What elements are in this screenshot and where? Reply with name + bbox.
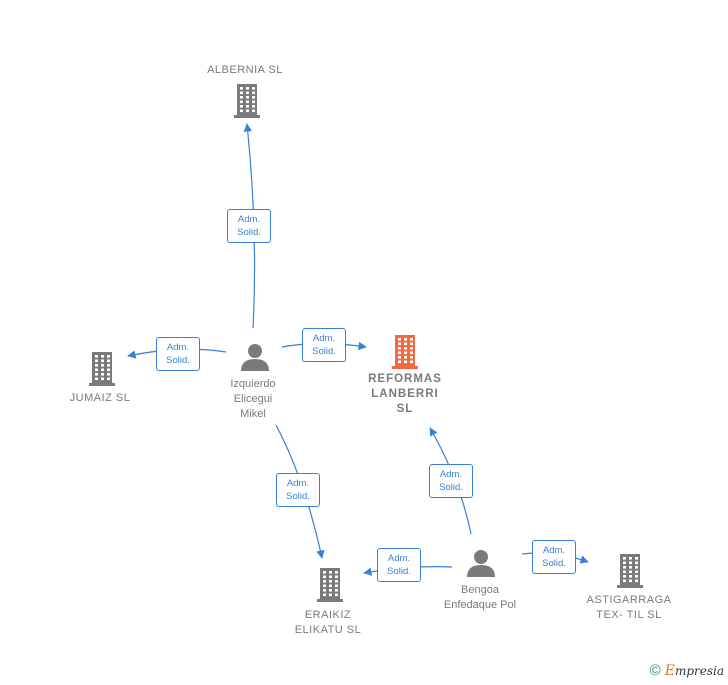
brand-logo: Empresia	[664, 662, 724, 679]
person-icon-izquierdo[interactable]	[241, 344, 269, 371]
company-label-astigarraga[interactable]: ASTIGARRAGA TEX- TIL SL	[586, 594, 672, 621]
edge-label-izquierdo-reformas: Adm.Solid.	[302, 328, 346, 362]
company-label-reformas[interactable]: REFORMAS LANBERRI SL	[368, 373, 442, 415]
building-icon-eraikiz[interactable]	[317, 568, 343, 602]
edge-label-bengoa-eraikiz: Adm.Solid.	[377, 548, 421, 582]
edge-label-bengoa-reformas: Adm.Solid.	[429, 464, 473, 498]
company-label-eraikiz[interactable]: ERAIKIZ ELIKATU SL	[294, 609, 362, 636]
person-icon-bengoa[interactable]	[467, 550, 495, 577]
edge-label-izquierdo-jumaiz: Adm.Solid.	[156, 337, 200, 371]
person-label-izquierdo[interactable]: Izquierdo Elicegui Mikel	[230, 378, 276, 420]
company-label-albernia[interactable]: ALBERNIA SL	[207, 64, 283, 76]
edge-label-izquierdo-albernia: Adm.Solid.	[227, 209, 271, 243]
footer-brand[interactable]: © Empresia	[650, 662, 724, 679]
edge-label-bengoa-astigarraga: Adm.Solid.	[532, 540, 576, 574]
copyright-icon: ©	[649, 662, 661, 679]
company-label-jumaiz[interactable]: JUMAIZ SL	[69, 392, 131, 404]
building-icon-albernia[interactable]	[234, 84, 260, 118]
building-icon-reformas[interactable]	[392, 335, 418, 369]
building-icon-jumaiz[interactable]	[89, 352, 115, 386]
edge-label-izquierdo-eraikiz: Adm.Solid.	[276, 473, 320, 507]
building-icon-astigarraga[interactable]	[617, 554, 643, 588]
person-label-bengoa[interactable]: Bengoa Enfedaque Pol	[443, 584, 517, 611]
